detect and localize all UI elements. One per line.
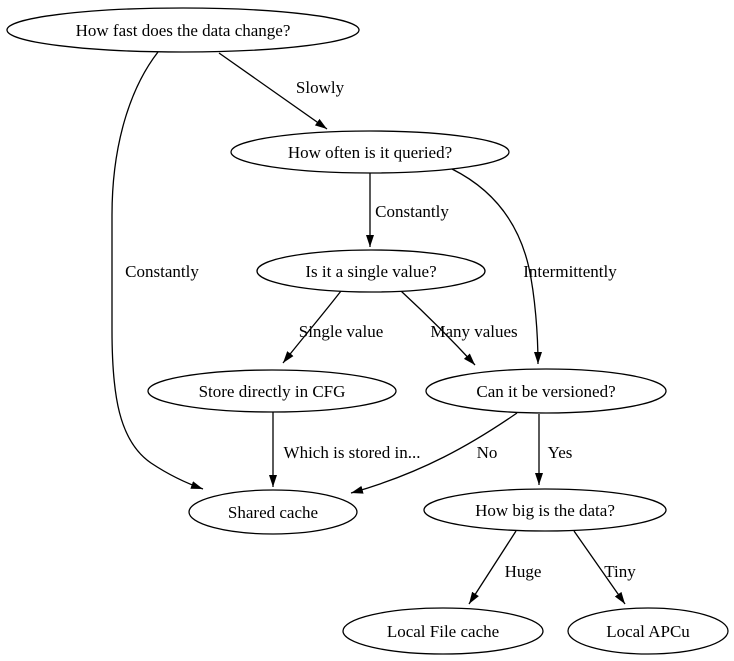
edge-constantly-to-shared-cache [111, 51, 204, 490]
node-label-how-often-is-it-queried: How often is it queried? [288, 143, 452, 162]
edge-single-value [282, 290, 342, 364]
edges: Slowly Constantly Constantly Intermitten… [111, 51, 636, 605]
edge-tiny [573, 530, 626, 605]
edge-label-constantly-left: Constantly [125, 262, 199, 281]
edge-label-no: No [477, 443, 498, 462]
edge-label-constantly-mid: Constantly [375, 202, 449, 221]
edge-label-yes: Yes [548, 443, 573, 462]
edge-many-values [400, 290, 476, 366]
node-how-often-is-it-queried: How often is it queried? [230, 130, 510, 174]
node-label-store-directly-in-cfg: Store directly in CFG [199, 382, 346, 401]
node-is-it-a-single-value: Is it a single value? [256, 249, 486, 293]
node-label-shared-cache: Shared cache [228, 503, 318, 522]
edge-intermittently [451, 168, 542, 365]
edge-no [350, 412, 518, 494]
edge-label-which-is-stored-in: Which is stored in... [284, 443, 421, 462]
edge-label-single-value: Single value [299, 322, 384, 341]
node-how-big-is-the-data: How big is the data? [423, 488, 667, 532]
edge-label-huge: Huge [505, 562, 542, 581]
node-label-local-file-cache: Local File cache [387, 622, 499, 641]
node-local-file-cache: Local File cache [342, 607, 544, 655]
node-store-directly-in-cfg: Store directly in CFG [147, 369, 397, 413]
edge-label-intermittently: Intermittently [523, 262, 617, 281]
node-label-can-it-be-versioned: Can it be versioned? [476, 382, 615, 401]
nodes: How fast does the data change? How often… [6, 7, 729, 655]
node-label-how-big-is-the-data: How big is the data? [475, 501, 615, 520]
node-local-apcu: Local APCu [567, 607, 729, 655]
node-how-fast-does-data-change: How fast does the data change? [6, 7, 360, 53]
edge-label-tiny: Tiny [604, 562, 636, 581]
node-label-how-fast-does-data-change: How fast does the data change? [76, 21, 291, 40]
node-label-local-apcu: Local APCu [606, 622, 690, 641]
edge-label-slowly: Slowly [296, 78, 345, 97]
edge-slowly [218, 52, 328, 130]
node-can-it-be-versioned: Can it be versioned? [425, 368, 667, 414]
edge-label-many-values: Many values [430, 322, 517, 341]
edge-huge [468, 530, 517, 605]
node-label-is-it-a-single-value: Is it a single value? [305, 262, 436, 281]
node-shared-cache: Shared cache [188, 489, 358, 535]
